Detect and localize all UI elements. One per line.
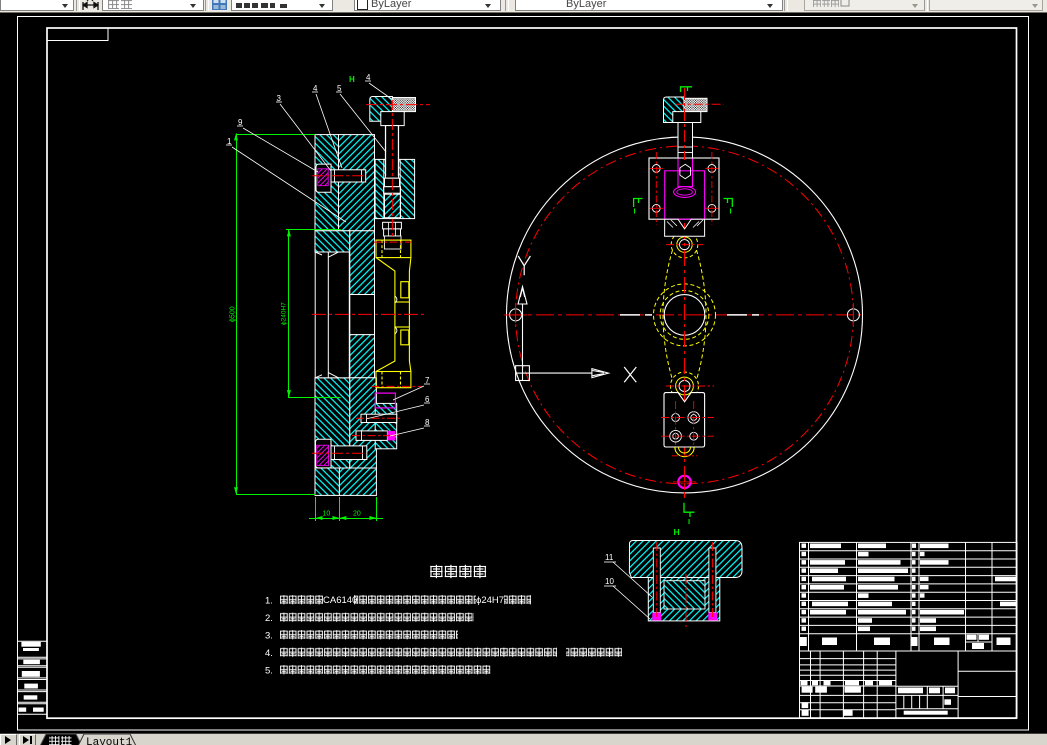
svg-text:ϕ500: ϕ500 [230, 306, 237, 322]
svg-text:4.: 4. [265, 648, 273, 659]
svg-text:3: 3 [277, 94, 282, 103]
svg-text:4: 4 [366, 73, 371, 82]
svg-text:10: 10 [323, 511, 331, 518]
svg-text:Layout1: Layout1 [86, 737, 133, 745]
svg-text:3.: 3. [265, 631, 273, 642]
svg-text:10: 10 [605, 577, 614, 586]
svg-text:H: H [349, 75, 355, 84]
svg-text:9: 9 [238, 118, 243, 127]
svg-text:I: I [634, 207, 636, 216]
svg-text:8: 8 [425, 418, 430, 427]
svg-text:CA6140: CA6140 [323, 595, 357, 606]
svg-text:5.: 5. [265, 666, 273, 677]
svg-text:1: 1 [227, 137, 232, 146]
svg-text:11: 11 [605, 553, 614, 562]
svg-text:I: I [730, 207, 732, 216]
svg-text:5: 5 [337, 84, 342, 93]
svg-text:ϕ24H7: ϕ24H7 [476, 595, 504, 606]
svg-text:ϕ240H7: ϕ240H7 [281, 302, 288, 325]
svg-text:4: 4 [313, 84, 318, 93]
svg-text:6: 6 [425, 395, 430, 404]
svg-text:I: I [688, 517, 690, 526]
svg-text:7: 7 [425, 376, 430, 385]
svg-text:2.: 2. [265, 613, 273, 624]
svg-text:1.: 1. [265, 596, 273, 607]
svg-text:20: 20 [353, 511, 361, 518]
svg-text:H: H [674, 527, 680, 537]
